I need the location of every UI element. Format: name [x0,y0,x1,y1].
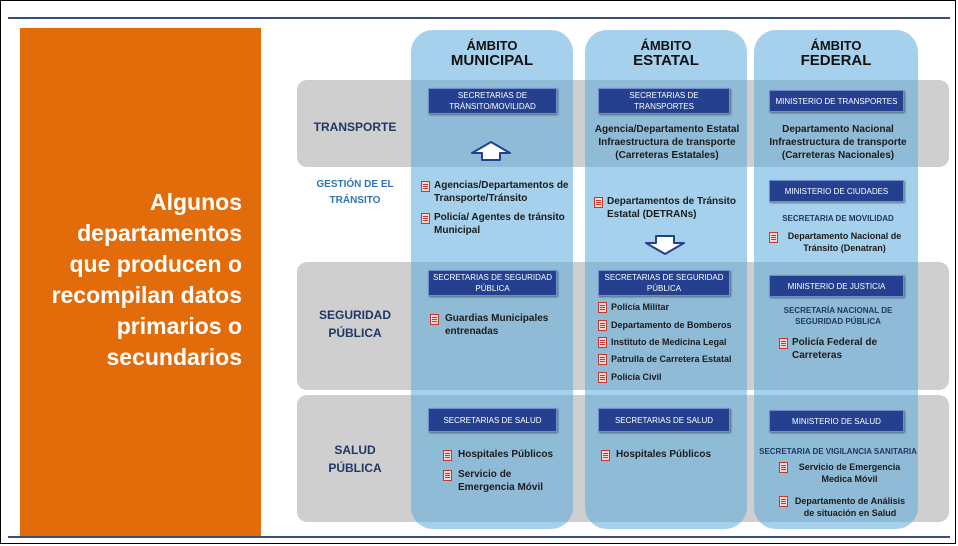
federal-gestion-item: Departamento Nacional de Tránsito (Denat… [787,231,902,253]
federal-salud-sub: SECRETARIA DE VIGILANCIA SANITARIA [759,447,917,456]
municipal-gestion-item-2: Policía/ Agentes de tránsito Municipal [434,212,565,236]
federal-transporte-text: Departamento Nacional Infraestructura de… [769,124,907,161]
document-icon [421,213,430,224]
federal-seguridad-sub: SECRETARÍA NACIONAL DE SEGURIDAD PÚBLICA [783,306,893,326]
document-icon [598,302,607,313]
federal-transporte-box: MINISTERIO DE TRANSPORTES [769,90,904,112]
municipal-salud-item-1: Hospitales Públicos [458,449,554,460]
document-icon [443,470,452,481]
document-icon [598,354,607,365]
municipal-salud-item-2: Servicio de Emergencia Móvil [458,469,544,493]
document-icon [601,450,610,461]
bottom-rule [8,536,950,538]
arrow-up-icon [471,141,511,161]
estatal-seguridad-item-1: Policía Militar [611,302,670,312]
municipal-seguridad-box: SECRETARIAS DE SEGURIDAD PÚBLICA [428,270,557,296]
municipal-gestion-item-1: Agencias/Departamentos de Transporte/Trá… [434,180,569,204]
municipal-seguridad-item: Guardias Municipales entrenadas [445,313,549,337]
row-label-transporte: TRANSPORTE [313,120,397,134]
municipal-transporte-box: SECRETARIAS DE TRÁNSITO/MOVILIDAD [428,88,557,114]
document-icon [779,338,788,349]
estatal-transporte-box: SECRETARIAS DE TRANSPORTES [598,88,730,114]
document-icon [598,320,607,331]
estatal-transporte-text: Agencia/Departamento Estatal Infraestruc… [594,124,740,161]
document-icon [421,181,430,192]
top-rule [8,17,950,19]
estatal-salud-box: SECRETARIAS DE SALUD [598,408,730,432]
side-title: Algunos departamentos que producen o rec… [51,189,242,370]
document-icon [598,337,607,348]
document-icon [594,197,603,208]
estatal-salud-item: Hospitales Públicos [616,449,712,460]
document-icon [598,372,607,383]
federal-seguridad-item: Policía Federal de Carreteras [792,337,878,361]
document-icon [443,450,452,461]
federal-salud-item-1: Servicio de Emergencia Medica Móvil [798,462,901,484]
estatal-seguridad-item-5: Policía Civil [611,372,662,382]
estatal-seguridad-item-4: Patrulla de Carretera Estatal [611,354,732,364]
arrow-down-icon [645,235,685,255]
document-icon [430,314,439,325]
federal-seguridad-box: MINISTERIO DE JUSTICIA [769,275,904,297]
federal-gestion-sub: SECRETARIA DE MOVILIDAD [782,214,894,223]
document-icon [769,232,778,243]
federal-salud-box: MINISTERIO DE SALUD [769,410,904,432]
estatal-gestion-item: Departamentos de Tránsito Estatal (DETRA… [607,196,736,220]
federal-salud-item-2: Departamento de Análisis de situación en… [794,496,906,518]
estatal-seguridad-item-3: Instituto de Medicina Legal [611,337,727,347]
document-icon [779,496,788,507]
estatal-seguridad-box: SECRETARIAS DE SEGURIDAD PÚBLICA [598,270,730,296]
federal-gestion-box: MINISTERIO DE CIUDADES [769,180,904,202]
municipal-salud-box: SECRETARIAS DE SALUD [428,408,557,432]
estatal-seguridad-item-2: Departamento de Bomberos [611,320,732,330]
document-icon [779,462,788,473]
side-panel [20,28,261,536]
